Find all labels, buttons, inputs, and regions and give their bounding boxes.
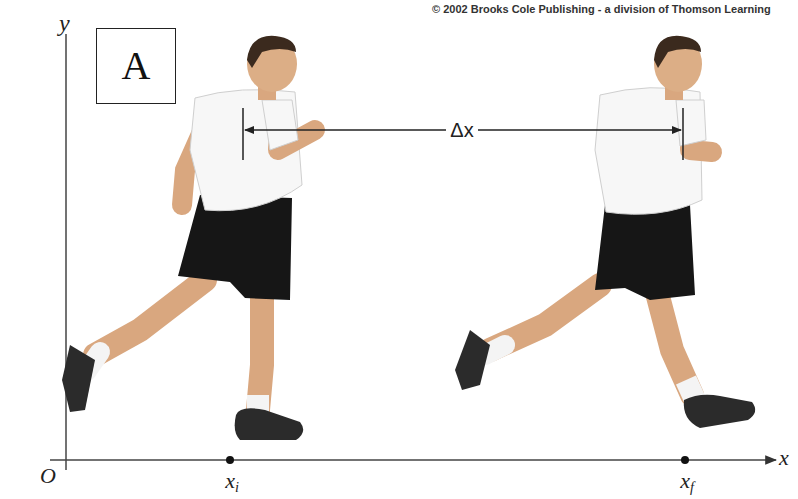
position-dot (681, 456, 689, 464)
y-axis (65, 34, 67, 470)
origin-label: O (40, 464, 56, 488)
tick-line (682, 108, 684, 160)
axis-name: y (59, 10, 70, 36)
position-label: xi (225, 469, 239, 496)
position-dot (226, 456, 234, 464)
panel-letter-box: A (96, 28, 176, 104)
axis-name: x (779, 446, 789, 470)
position-label: xf (680, 469, 694, 496)
tick-line (242, 108, 244, 160)
runner-final (455, 36, 755, 428)
panel-letter: A (122, 46, 151, 86)
x-axis (50, 459, 776, 461)
displacement-label: Δx (446, 119, 477, 141)
copyright-note: © 2002 Brooks Cole Publishing - a divisi… (432, 3, 771, 15)
